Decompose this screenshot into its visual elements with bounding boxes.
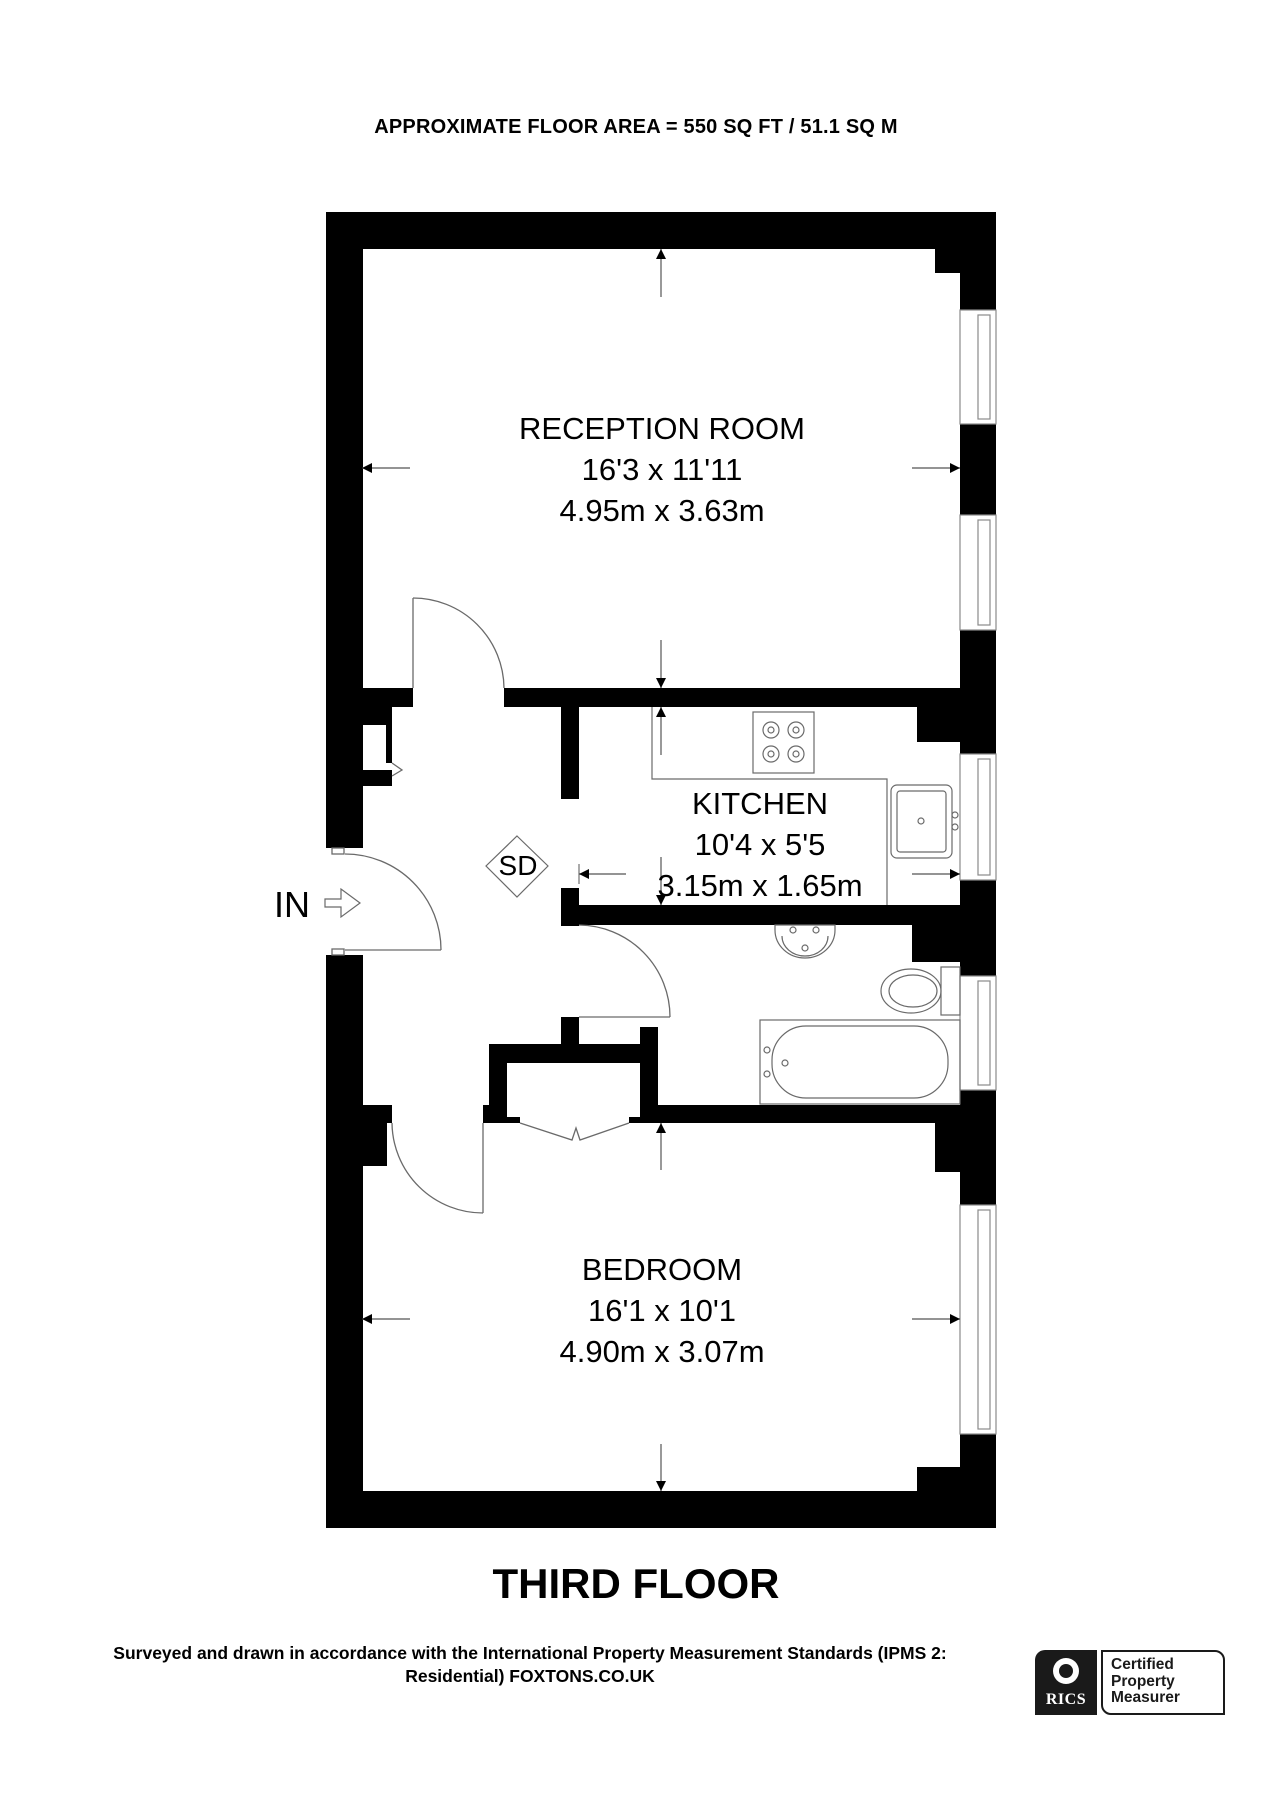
room-name: RECEPTION ROOM — [519, 411, 805, 446]
survey-footer: Surveyed and drawn in accordance with th… — [30, 1642, 1030, 1688]
entry-arrow — [324, 887, 362, 919]
room-reception: RECEPTION ROOM 16'3 x 11'11 4.95m x 3.63… — [462, 408, 862, 531]
smoke-detector-label: SD — [498, 850, 538, 881]
room-imperial: 16'3 x 11'11 — [581, 452, 743, 487]
fixtures — [651, 707, 961, 1105]
room-kitchen: KITCHEN 10'4 x 5'5 3.15m x 1.65m — [560, 783, 960, 906]
entrance-label: IN — [274, 884, 310, 925]
room-metric: 4.95m x 3.63m — [559, 493, 765, 528]
doors — [331, 597, 671, 1214]
footer-line-2: Residential) FOXTONS.CO.UK — [405, 1666, 655, 1686]
rics-org-label: RICS — [1045, 1691, 1087, 1708]
certified-measurer-badge: Certified Property Measurer — [1101, 1650, 1225, 1715]
room-metric: 4.90m x 3.07m — [559, 1334, 765, 1369]
badge-line-2: Property — [1111, 1672, 1175, 1690]
room-name: BEDROOM — [581, 1252, 743, 1287]
windows — [959, 309, 997, 1435]
sd-marker — [485, 835, 549, 898]
badge-line-3: Measurer — [1111, 1689, 1180, 1706]
rics-logo: RICS — [1035, 1650, 1097, 1715]
room-metric: 3.15m x 1.65m — [657, 868, 863, 903]
room-imperial: 10'4 x 5'5 — [694, 827, 826, 862]
floor-area-title: APPROXIMATE FLOOR AREA = 550 SQ FT / 51.… — [374, 116, 898, 138]
footer-line-1: Surveyed and drawn in accordance with th… — [113, 1643, 947, 1663]
badge-line-1: Certified — [1111, 1656, 1174, 1673]
room-imperial: 16'1 x 10'1 — [587, 1293, 736, 1328]
room-bedroom: BEDROOM 16'1 x 10'1 4.90m x 3.07m — [462, 1249, 862, 1372]
dimension-arrows — [362, 249, 960, 1491]
floor-name: THIRD FLOOR — [492, 1560, 780, 1607]
walls — [326, 212, 996, 1528]
room-name: KITCHEN — [691, 786, 829, 821]
lion-crest-icon — [1053, 1658, 1079, 1684]
